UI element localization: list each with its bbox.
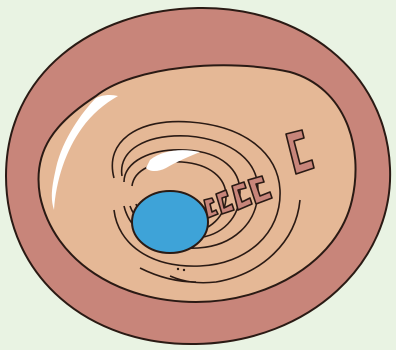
blue-core bbox=[132, 191, 208, 253]
dot bbox=[183, 269, 185, 271]
dot bbox=[177, 268, 179, 270]
